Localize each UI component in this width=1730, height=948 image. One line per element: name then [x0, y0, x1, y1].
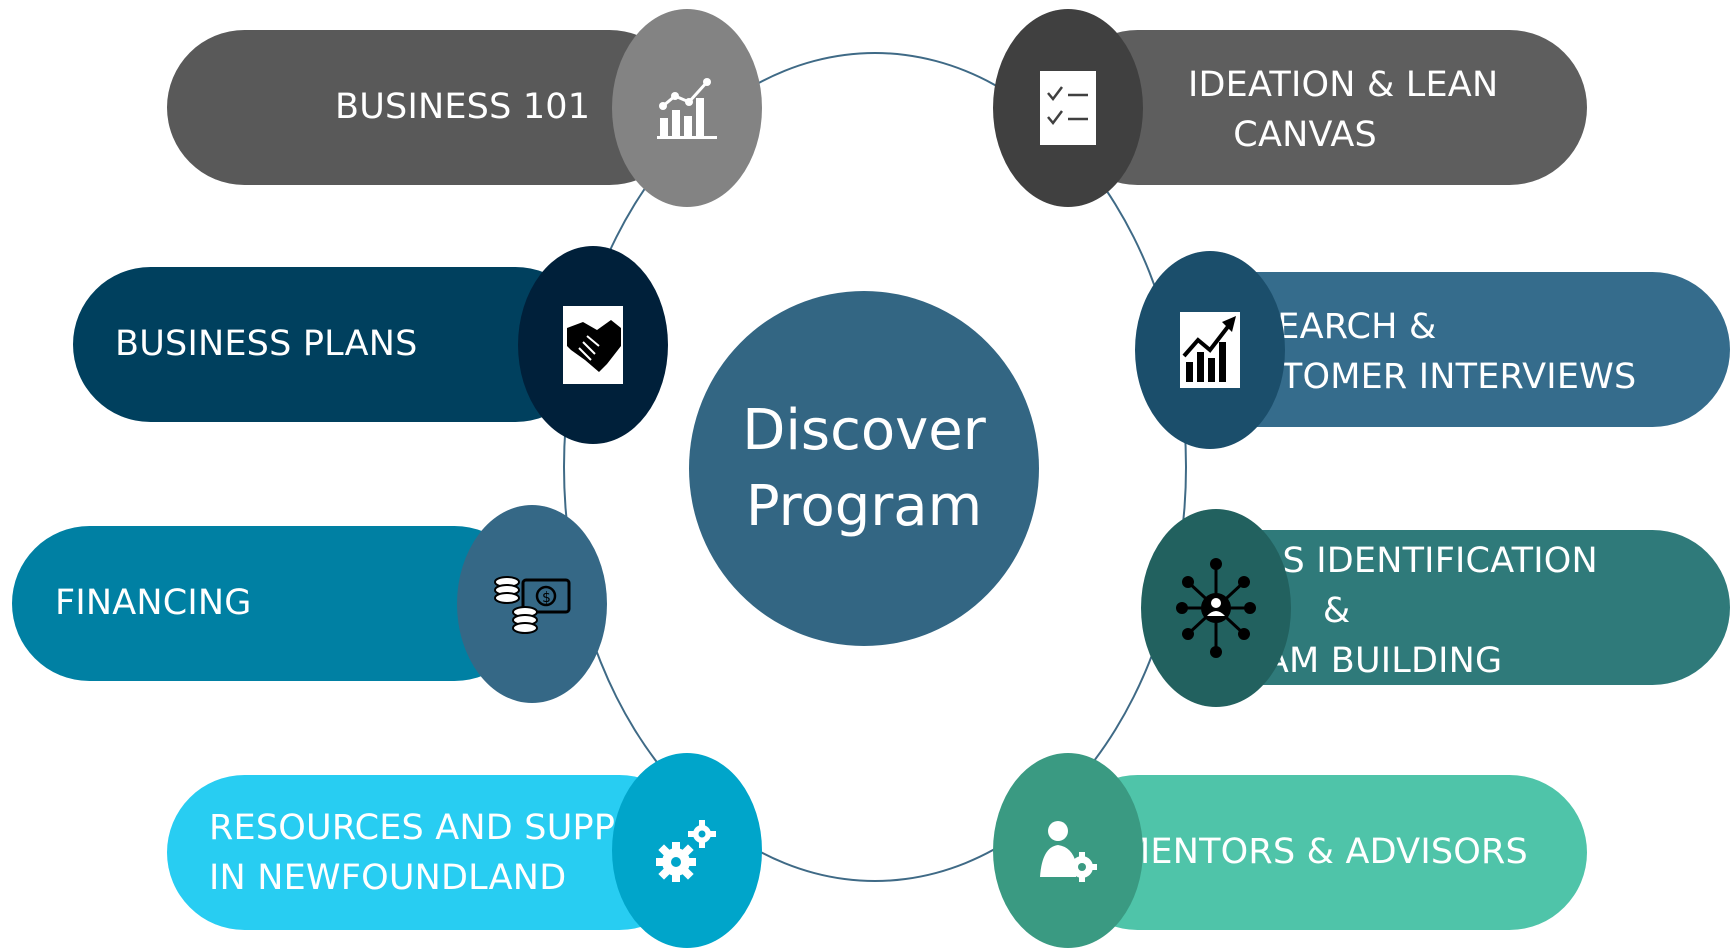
gears-icon: [656, 819, 716, 882]
center-circle: Discover Program: [689, 291, 1039, 646]
network-person-icon: [1176, 558, 1256, 658]
svg-text:$: $: [542, 590, 551, 606]
coins-and-cash-icon: $: [494, 576, 571, 634]
badge-skills: [1141, 509, 1291, 707]
pill-label: MENTORS & ADVISORS: [1120, 832, 1528, 872]
handshake-icon: [563, 306, 623, 384]
pill-financing[interactable]: FINANCING: [12, 526, 532, 681]
pill-business-101[interactable]: BUSINESS 101: [167, 30, 687, 185]
checklist-icon: [1040, 71, 1096, 145]
badge-research: [1135, 251, 1285, 449]
badge-financing: $: [457, 505, 607, 703]
pill-ideation[interactable]: IDEATION & LEAN CANVAS: [1060, 30, 1587, 185]
bar-chart-trend-icon: [657, 78, 717, 139]
badge-ideation: [993, 9, 1143, 207]
pill-business-plans[interactable]: BUSINESS PLANS: [73, 267, 593, 422]
pill-label: IDEATION & LEAN CANVAS: [1188, 65, 1499, 155]
pill-label: BUSINESS 101: [335, 87, 591, 127]
pill-label: SKILLS IDENTIFICATION & TEAM BUILDING: [1187, 541, 1598, 681]
person-gear-icon: [1040, 820, 1097, 882]
pill-label: FINANCING: [55, 583, 252, 623]
badge-resources: [612, 753, 762, 948]
badge-mentors: [993, 753, 1143, 948]
pill-mentors[interactable]: MENTORS & ADVISORS: [1060, 775, 1587, 930]
badge-business-plans: [518, 246, 668, 444]
pill-label: BUSINESS PLANS: [115, 324, 418, 364]
growth-chart-icon: [1180, 312, 1240, 388]
center-title: Discover Program: [742, 397, 986, 539]
connector-ring: [563, 52, 1187, 882]
badge-business-101: [612, 9, 762, 207]
